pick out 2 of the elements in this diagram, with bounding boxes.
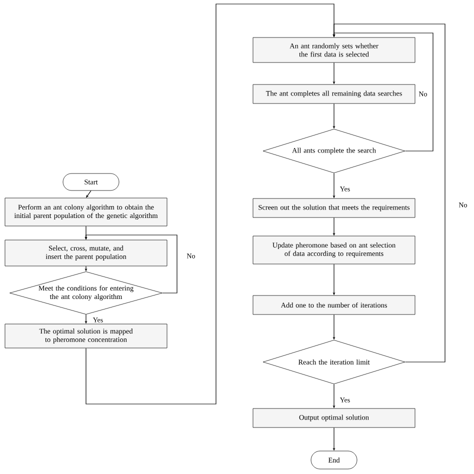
arrow [86, 4, 336, 404]
arrow [86, 190, 92, 198]
